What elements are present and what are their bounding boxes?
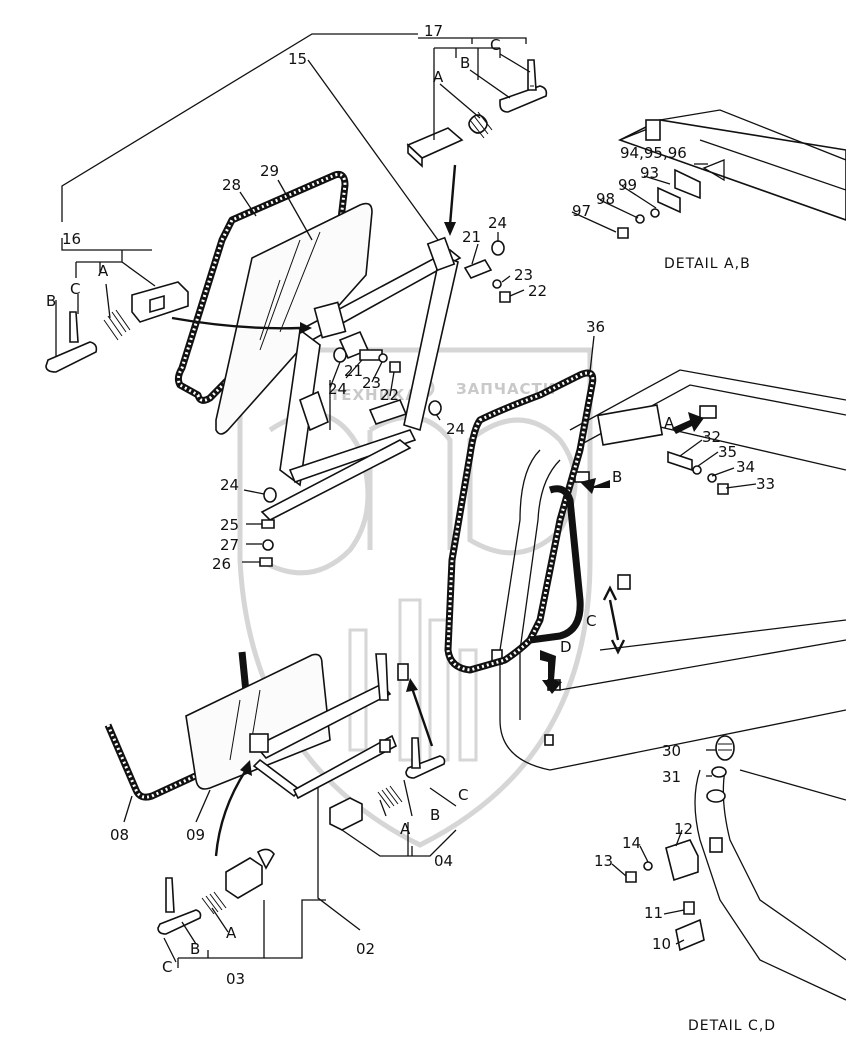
lower-window-seal-08	[104, 651, 250, 801]
callout-label: C	[490, 36, 500, 54]
callout-label: B	[190, 940, 200, 958]
latch-16	[45, 281, 189, 373]
callout-label: 17	[424, 22, 443, 40]
callout-label: 14	[622, 834, 641, 852]
callout-label: B	[612, 468, 622, 486]
callout-label: 25	[220, 516, 239, 534]
callout-label: 13	[594, 852, 613, 870]
cab-body	[491, 369, 846, 771]
callout-label: 35	[718, 443, 737, 461]
callout-label: D	[560, 638, 572, 656]
callout-label: 94,95,96	[620, 144, 687, 162]
callout-label: 24	[446, 420, 465, 438]
callout-label: C	[70, 280, 80, 298]
callout-label: 24	[488, 214, 507, 232]
callout-label: A	[400, 820, 411, 838]
callout-label: 27	[220, 536, 239, 554]
watermark-text-left: ТЕХНИКА	[330, 386, 418, 404]
callout-label: 93	[640, 164, 659, 182]
latch-03	[157, 848, 275, 935]
callout-label: 36	[586, 318, 605, 336]
callout-label: 11	[644, 904, 663, 922]
callout-label: A	[664, 414, 675, 432]
callout-label: 28	[222, 176, 241, 194]
callout-label: 04	[434, 852, 453, 870]
callout-label: 22	[380, 386, 399, 404]
callout-label: 21	[462, 228, 481, 246]
detail-ab-drawing	[617, 109, 846, 239]
latch-04	[329, 737, 446, 831]
callout-label: C	[162, 958, 172, 976]
callout-label: 29	[260, 162, 279, 180]
callout-label: A	[98, 262, 109, 280]
detail-cd-label: DETAIL C,D	[688, 1018, 776, 1034]
callout-label: 99	[618, 176, 637, 194]
callout-label: 21	[344, 362, 363, 380]
callout-label: 09	[186, 826, 205, 844]
watermark-text-right: ЗАПЧАСТИ	[456, 380, 556, 398]
callout-label: 10	[652, 935, 671, 953]
callout-label: C	[586, 612, 596, 630]
door-seal-36	[444, 369, 597, 674]
callout-label: 15	[288, 50, 307, 68]
lower-window-glass-09	[185, 653, 331, 790]
callout-label: 34	[736, 458, 755, 476]
leader-lines	[55, 33, 757, 968]
callout-label: C	[458, 786, 468, 804]
assembly-arrows	[171, 164, 457, 857]
callout-label: 22	[528, 282, 547, 300]
callout-label: B	[460, 54, 470, 72]
callout-label: 26	[212, 555, 231, 573]
detail-ab-label: DETAIL A,B	[664, 256, 751, 272]
callout-label: B	[46, 292, 56, 310]
callout-label: 30	[662, 742, 681, 760]
callout-label: A	[433, 68, 444, 86]
callout-label: 03	[226, 970, 245, 988]
detail-cd-drawing	[625, 735, 846, 1001]
callout-label: 23	[514, 266, 533, 284]
lower-window-frame-02	[249, 653, 409, 800]
callout-label: 33	[756, 475, 775, 493]
callout-label: 24	[328, 380, 347, 398]
upper-window-glass-29	[215, 202, 373, 435]
callout-label: 12	[674, 820, 693, 838]
callout-label: 31	[662, 768, 681, 786]
callout-label: 97	[572, 202, 591, 220]
detail-arrows	[540, 412, 704, 694]
callout-label: B	[430, 806, 440, 824]
callout-label: 16	[62, 230, 81, 248]
callout-label: 32	[702, 428, 721, 446]
callout-label: 98	[596, 190, 615, 208]
callout-labels: 15 17 A B C 29 28 16 A B C 24 21 23 22 2…	[46, 22, 776, 1034]
callout-label: 23	[362, 374, 381, 392]
hardware-upper	[259, 240, 511, 567]
upper-window-frame-15	[260, 236, 462, 521]
callout-label: A	[226, 924, 237, 942]
callout-label: 02	[356, 940, 375, 958]
callout-label: 08	[110, 826, 129, 844]
callout-label: 24	[220, 476, 239, 494]
upper-window-seal-28	[174, 171, 349, 404]
latch-17	[406, 59, 548, 168]
